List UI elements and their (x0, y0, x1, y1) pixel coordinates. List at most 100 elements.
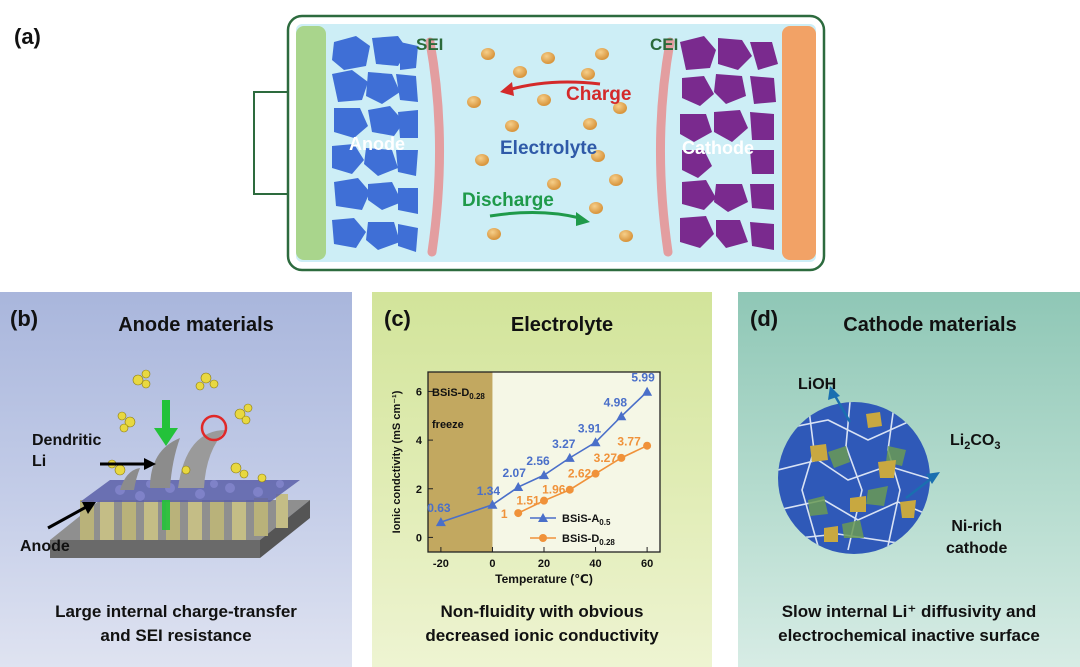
series-2-data-label: 2.62 (568, 467, 592, 481)
panel-b-caption: Large internal charge-transfer and SEI r… (0, 600, 352, 648)
series-1-data-label: 1.34 (477, 484, 501, 498)
anode-collector (296, 26, 326, 260)
lioh-arrowhead (828, 386, 840, 400)
sei-beads (115, 480, 284, 501)
discharge-label: Discharge (462, 190, 554, 211)
y-tick-label: 2 (416, 484, 422, 496)
series-2-data-label: 1.51 (516, 494, 540, 508)
panel-d-caption-line2: electrochemical inactive surface (778, 626, 1040, 645)
panel-c-caption-line2: decreased ionic conductivity (425, 626, 659, 645)
dendritic-pointer-head (144, 458, 156, 470)
series-1-data-label: 3.91 (578, 421, 602, 435)
li-ions (467, 48, 633, 242)
dendrite-2 (178, 430, 226, 488)
series-1-point (435, 517, 446, 527)
charge-label: Charge (566, 84, 631, 105)
sei-surface (80, 480, 300, 502)
series-1-point (487, 499, 498, 509)
cei-label: CEI (650, 35, 678, 54)
anode-b-label: Anode (20, 538, 70, 555)
series-2-point (514, 509, 523, 518)
li2co3-part1: Li (950, 432, 965, 449)
panel-b-title: Anode materials (118, 314, 274, 336)
series-1-data-label: 2.56 (526, 454, 550, 468)
nirich-line2: cathode (946, 540, 1008, 557)
series-line-2 (517, 444, 648, 514)
dendritic-label-line1: Dendritic (32, 432, 102, 449)
li2co3-arrow (905, 477, 933, 499)
panel-c-title: Electrolyte (510, 314, 614, 336)
anode-pointer (47, 504, 89, 530)
y-tick-label: 4 (416, 435, 423, 447)
dendritic-label: Dendritic Li (32, 430, 101, 472)
series-1-data-label: 5.99 (631, 371, 655, 385)
x-tick-label: -20 (433, 558, 449, 570)
charge-arrowhead (500, 82, 514, 96)
series-2-data-label: 3.27 (594, 451, 618, 465)
anode-label: Anode (349, 134, 405, 154)
y-axis-label: Ionic condctivity (mS cm⁻¹) (391, 390, 403, 533)
yellow-molecules (107, 369, 267, 483)
panel-d-caption: Slow internal Li⁺ diffusivity and electr… (738, 600, 1080, 648)
li2co3-part2: CO (970, 432, 995, 449)
panel-b-caption-line1: Large internal charge-transfer (55, 602, 297, 621)
panel-d-letter: (d) (750, 306, 779, 331)
dendrite-3 (120, 468, 140, 490)
anode-plate-front (50, 540, 260, 558)
dendrite-1 (150, 438, 180, 488)
cathode-particle-illustration (778, 386, 940, 554)
cei-layer (655, 37, 675, 257)
series-2-data-label: 1.96 (542, 483, 566, 497)
panel-d-title: Cathode materials (843, 314, 1017, 336)
series-line-1 (440, 391, 648, 523)
freeze-series-label-sub: 0.28 (469, 392, 485, 401)
series-1-point (616, 411, 627, 421)
y-tick-label: 0 (416, 532, 422, 544)
x-axis-label: Temperature (℃) (495, 572, 593, 586)
series-1-point (590, 437, 601, 447)
dendritic-label-line2: Li (32, 453, 47, 470)
legend-label-1: BSiS-A0.5 (562, 513, 611, 527)
series-1-point (564, 452, 575, 462)
red-cycle-arrow (200, 414, 228, 442)
x-tick-label: 20 (538, 558, 550, 570)
nirich-line1: Ni-rich (951, 518, 1002, 535)
series-1-data-label: 3.27 (552, 437, 576, 451)
li2co3-sub1: 2 (964, 440, 971, 453)
series-1-point (539, 470, 549, 480)
anode-pointer-head (82, 502, 96, 514)
freeze-word: freeze (432, 419, 464, 431)
panel-a-letter: (a) (14, 24, 41, 49)
series-1-data-label: 4.98 (604, 395, 628, 409)
series-2-point (540, 496, 548, 505)
panel-c-caption: Non-fluidity with obvious decreased ioni… (372, 600, 712, 648)
li2co3-sub2: 3 (994, 440, 1001, 453)
x-tick-label: 0 (489, 558, 495, 570)
panel-c-letter: (c) (384, 306, 411, 331)
discharge-arrow (489, 210, 581, 220)
legend-label-sub-1: 0.5 (599, 518, 611, 527)
cathode-particles (680, 36, 778, 250)
nirich-label: Ni-rich cathode (946, 516, 1007, 560)
cathode-label: Cathode (682, 138, 754, 158)
legend-label-sub-2: 0.28 (599, 538, 615, 547)
series-2-point (591, 469, 600, 478)
lioh-arrow (832, 393, 852, 423)
anode-plate-side (260, 500, 310, 558)
panel-c-caption-line1: Non-fluidity with obvious (440, 602, 644, 621)
anode-particles (332, 36, 418, 252)
li2co3-arrowhead (926, 472, 940, 484)
li2co3-label: Li2CO3 (950, 432, 1000, 452)
series-2-point (643, 441, 652, 450)
anode-illustration (47, 369, 310, 558)
legend-marker-2 (539, 534, 547, 542)
green-arrow-head (154, 428, 178, 446)
battery-terminal (253, 91, 293, 195)
series-1-point (642, 386, 653, 396)
legend-marker-1 (538, 513, 548, 522)
sei-label: SEI (416, 35, 443, 54)
series-1-data-label: 2.07 (503, 466, 527, 480)
panel-d-caption-line1: Slow internal Li⁺ diffusivity and (781, 602, 1037, 621)
x-tick-label: 40 (589, 558, 601, 570)
